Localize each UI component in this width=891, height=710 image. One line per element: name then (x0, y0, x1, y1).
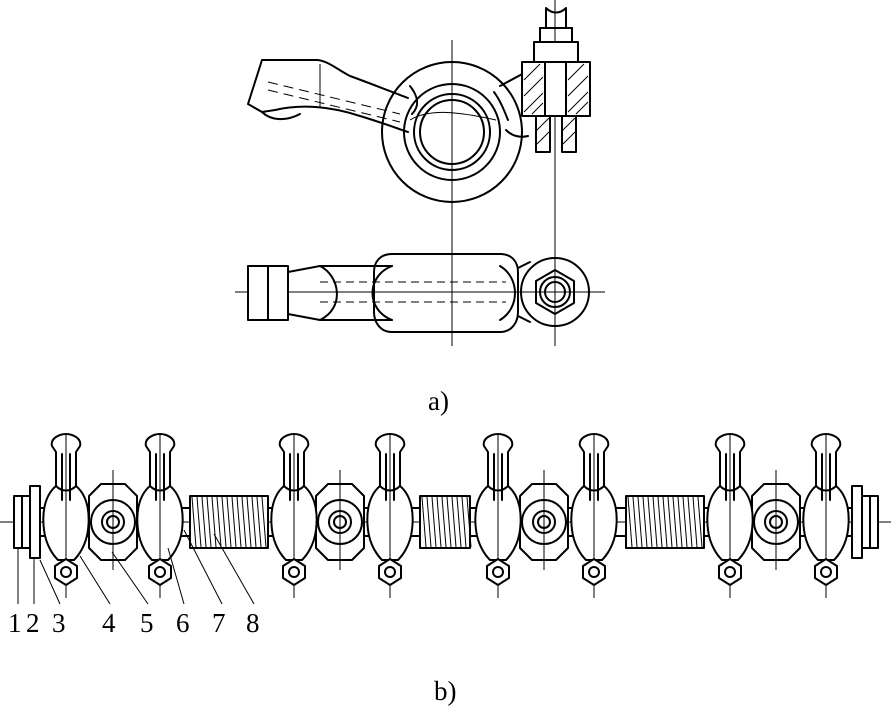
adjusting-screw-top (545, 7, 567, 29)
leader-lines (17, 529, 255, 605)
spring-3 (625, 495, 705, 549)
oil-passage-line-2 (267, 89, 401, 123)
adjusting-nut-2 (148, 558, 172, 586)
spacer-springs (189, 495, 705, 549)
part-number-7: 7 (212, 608, 226, 638)
boss-web-right (493, 91, 509, 121)
adjusting-nut-1 (54, 558, 78, 586)
rocker-boss-inner (403, 83, 501, 181)
boss-rib-left (371, 265, 393, 321)
rocker-arm-8 (802, 433, 850, 598)
arm-bottom-edge (247, 59, 409, 133)
adjuster-neck-plan (517, 261, 531, 323)
part-number-3: 3 (52, 608, 66, 638)
shaft-support-4 (751, 470, 801, 570)
figure-a: a) (235, 0, 605, 416)
shaft-support-3 (519, 470, 569, 570)
adjusting-nut-7 (718, 558, 742, 586)
adjusting-nut-3 (282, 558, 306, 586)
arm-top-edge (261, 59, 409, 99)
arm-plan-bottom (287, 313, 393, 321)
part-number-5: 5 (140, 608, 154, 638)
spring-1 (189, 495, 269, 549)
part-number-4: 4 (102, 608, 116, 638)
oil-passage-line (267, 81, 401, 115)
shaft-support-2 (315, 470, 365, 570)
rocker-arm-4 (366, 433, 414, 598)
boss-web-left (409, 85, 418, 115)
hex-nut-plan (535, 269, 575, 315)
adjusting-nut-4 (378, 558, 402, 586)
adjusting-nut-8 (814, 558, 838, 586)
washer-left (29, 485, 41, 559)
arm-tip-curve (261, 111, 301, 120)
screw-shank-right (561, 115, 577, 153)
adjusting-nut-6 (582, 558, 606, 586)
nut-hatching (523, 63, 589, 115)
part-number-6: 6 (176, 608, 190, 638)
caption-b: b) (434, 676, 457, 706)
nut-bore-inner (544, 281, 566, 303)
part-number-8: 8 (246, 608, 260, 638)
shank-hatching (536, 117, 576, 145)
washer-right (851, 485, 863, 559)
rocker-arms (42, 433, 850, 598)
rocker-arm-5 (474, 433, 522, 598)
bushing-outer (413, 93, 491, 171)
part-number-2: 2 (26, 608, 40, 638)
rocker-arm-2 (136, 433, 184, 598)
rocker-boss-outer (381, 61, 523, 203)
adjusting-nut-5 (486, 558, 510, 586)
rocker-arm-1 (42, 433, 90, 598)
rocker-arm-3 (270, 433, 318, 598)
adjuster-nut-section (521, 61, 591, 117)
spring-2 (419, 495, 472, 549)
adjuster-boss-plan (520, 257, 590, 327)
boss-plan (373, 253, 519, 333)
arm-plan-top (287, 265, 393, 273)
shaft-support-1 (88, 470, 138, 570)
bushing-inner (419, 99, 485, 165)
nut-bore-outer (539, 276, 571, 308)
caption-a: a) (428, 386, 449, 416)
rocker-side-view (247, 7, 591, 203)
arm-rib-left (319, 265, 338, 321)
neck-bottom (505, 129, 529, 138)
rocker-top-view (247, 253, 590, 333)
lock-nut-top (533, 41, 579, 63)
figure-b: 1 2 3 4 5 6 7 8 b) (0, 433, 891, 706)
rocker-arm-6 (570, 433, 618, 598)
oil-groove (409, 112, 497, 121)
boss-rib-right (499, 265, 516, 321)
rocker-arm-7 (706, 433, 754, 598)
screw-shank-left (535, 115, 551, 153)
part-number-1: 1 (8, 608, 22, 638)
